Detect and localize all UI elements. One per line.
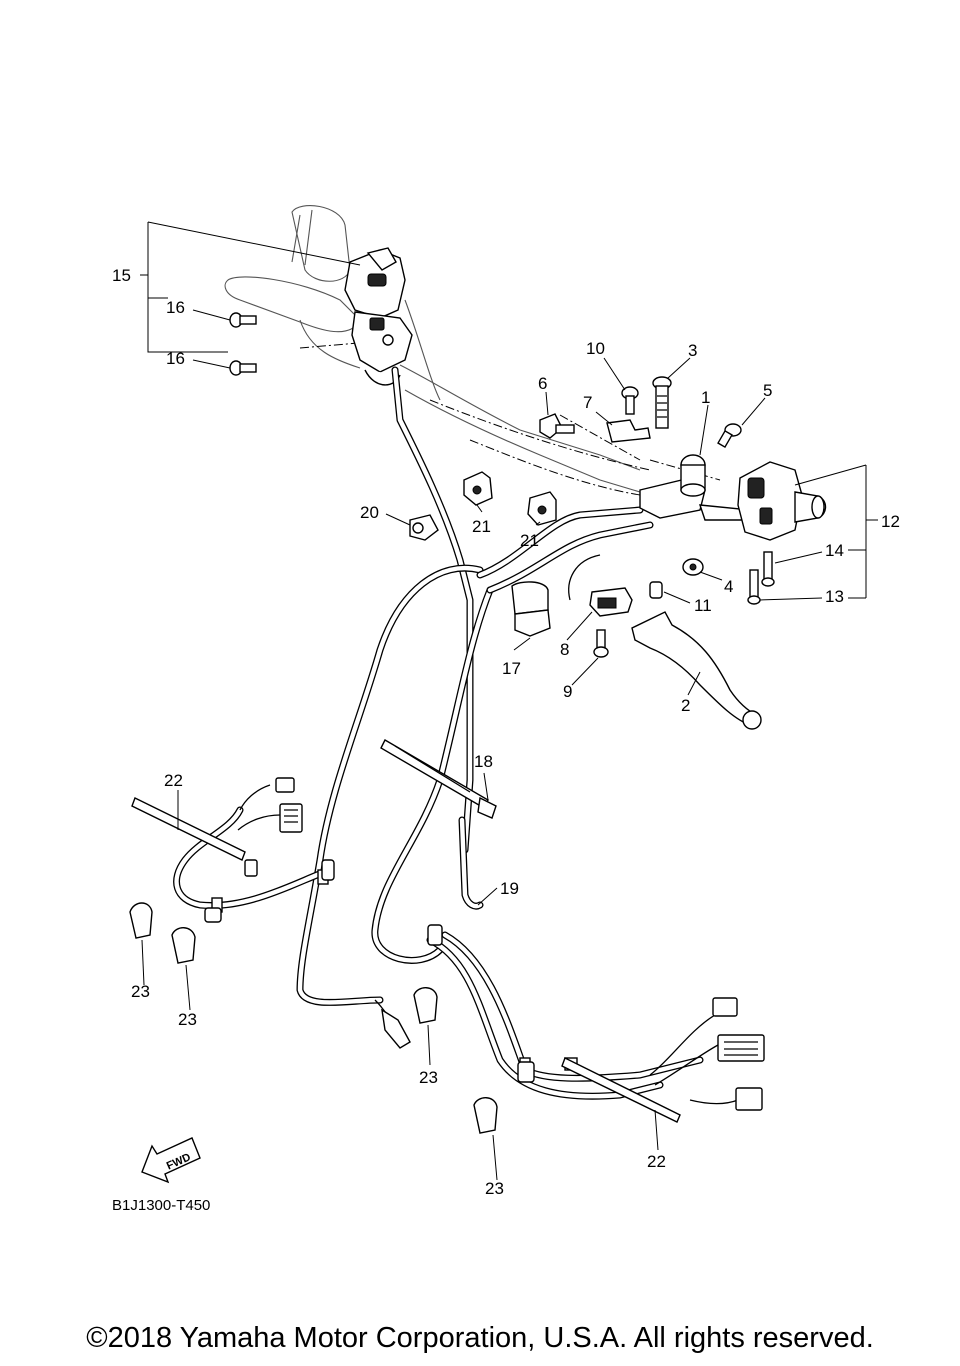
connector-lower-right <box>735 1087 763 1111</box>
connector-bottom <box>381 1008 411 1049</box>
copyright-notice: ©2018 Yamaha Motor Corporation, U.S.A. A… <box>86 1322 874 1354</box>
connector-small-left <box>275 777 295 793</box>
callout-13: 13 <box>825 587 844 606</box>
callout-12: 12 <box>881 512 900 531</box>
fwd-arrow: FWD <box>141 1137 201 1184</box>
callout-11: 11 <box>694 596 712 615</box>
callout-10: 10 <box>586 339 605 358</box>
callout-3: 3 <box>688 341 697 360</box>
callout-20: 20 <box>360 503 379 522</box>
brake-lever <box>631 611 762 730</box>
callout-1: 1 <box>701 388 710 407</box>
connector-left <box>279 803 303 833</box>
callout-4: 4 <box>724 577 733 596</box>
leader-lines <box>140 221 878 1181</box>
connector-small-right <box>712 997 738 1017</box>
callout-9: 9 <box>563 682 572 701</box>
callout-19: 19 <box>500 879 519 898</box>
connector-main-right <box>717 1034 765 1062</box>
callouts: 15 16 16 10 3 6 5 1 7 12 20 21 21 14 4 1… <box>112 266 900 1198</box>
right-handlebar-switch <box>737 461 827 541</box>
wire-harness <box>173 366 739 1105</box>
harness-connectors <box>244 777 765 1111</box>
callout-16-upper: 16 <box>166 298 185 317</box>
callout-8: 8 <box>560 640 569 659</box>
callout-5: 5 <box>763 381 772 400</box>
lever-switch <box>589 587 633 617</box>
callout-23-b: 23 <box>178 1010 197 1029</box>
callout-21-right: 21 <box>520 531 539 550</box>
callout-14: 14 <box>825 541 844 560</box>
diagram-code: B1J1300-T450 <box>112 1197 210 1214</box>
callout-23-c: 23 <box>419 1068 438 1087</box>
callout-22-upper: 22 <box>164 771 183 790</box>
callout-16-lower: 16 <box>166 349 185 368</box>
callout-7: 7 <box>583 393 592 412</box>
callout-6: 6 <box>538 374 547 393</box>
left-handlebar-switch <box>344 247 413 386</box>
callout-15: 15 <box>112 266 131 285</box>
callout-21-left: 21 <box>472 517 491 536</box>
callout-23-a: 23 <box>131 982 150 1001</box>
callout-2: 2 <box>681 696 690 715</box>
callout-17: 17 <box>502 659 521 678</box>
callout-23-d: 23 <box>485 1179 504 1198</box>
callout-22-lower: 22 <box>647 1152 666 1171</box>
handlebar-outline <box>224 205 721 496</box>
lever-holder <box>639 454 753 521</box>
callout-18: 18 <box>474 752 493 771</box>
clamps-and-ties <box>129 471 681 1134</box>
